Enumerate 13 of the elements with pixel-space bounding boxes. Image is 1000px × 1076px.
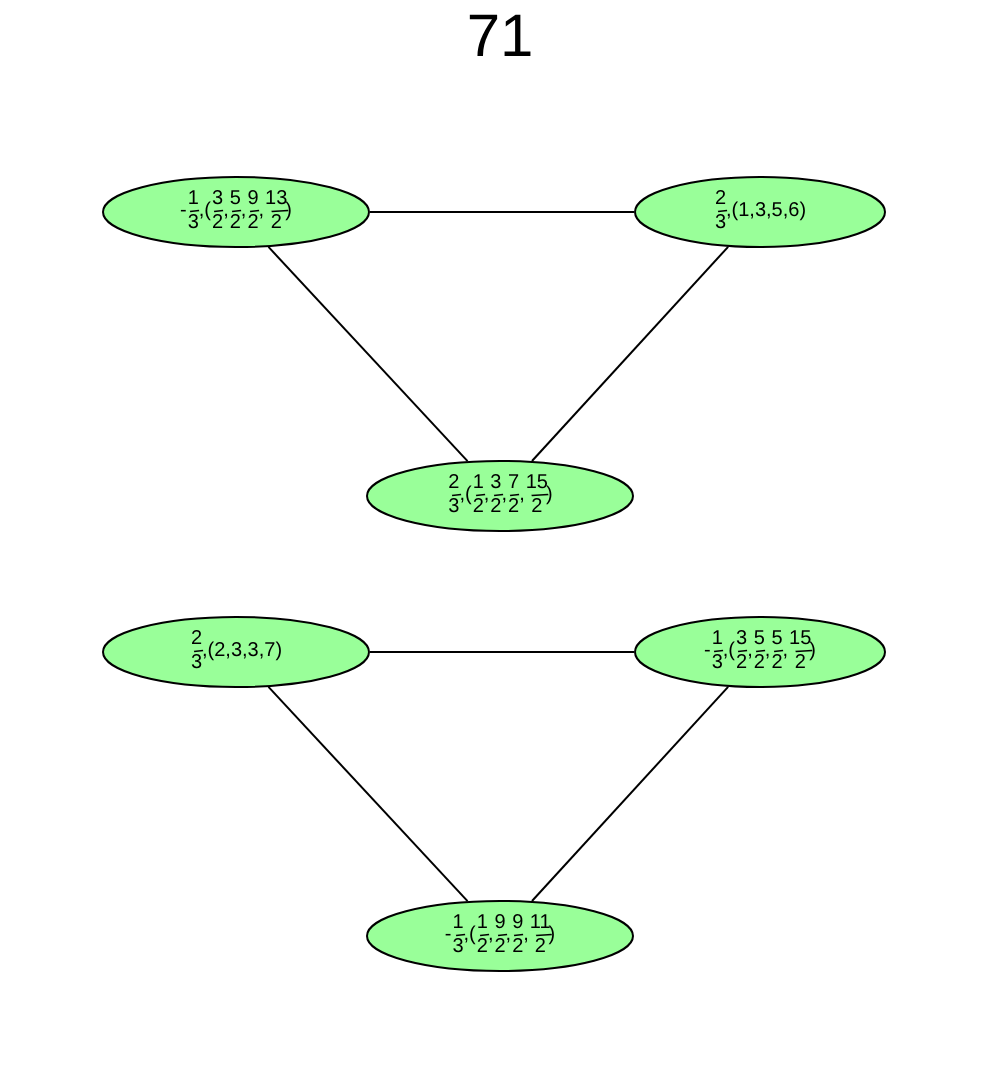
connector-line: [531, 245, 730, 463]
diagram-title: 71: [464, 4, 536, 72]
connector-line: [531, 685, 730, 903]
connector-line: [267, 245, 469, 463]
connector-line: [369, 211, 635, 213]
connector-line: [267, 685, 469, 903]
ellipse-node: [366, 900, 634, 972]
ellipse-node: [634, 616, 886, 688]
ellipse-node: [102, 616, 370, 688]
ellipse-node: [102, 176, 370, 248]
connector-line: [369, 651, 635, 653]
ellipse-node: [634, 176, 886, 248]
ellipse-node: [366, 460, 634, 532]
